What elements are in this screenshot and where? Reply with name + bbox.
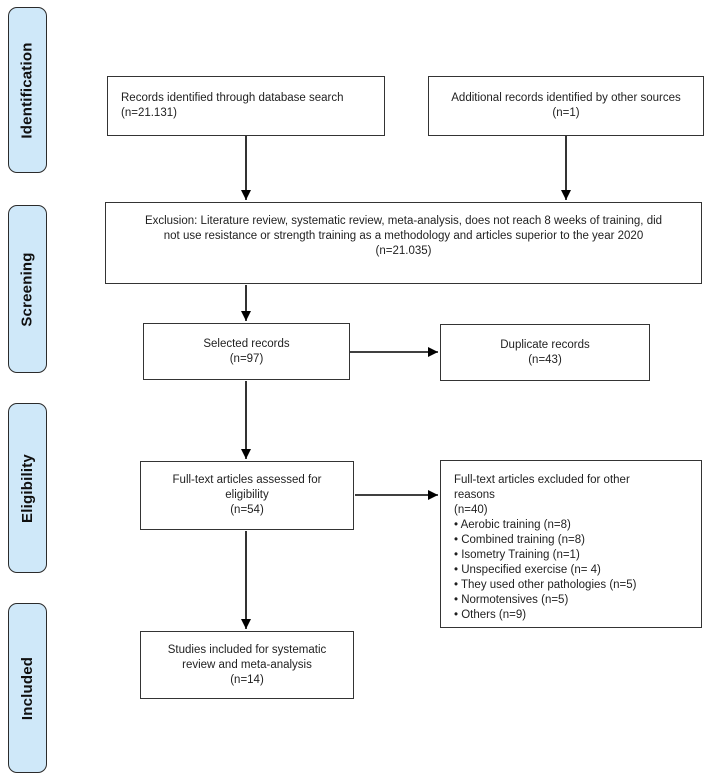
box-selected-records: Selected records (n=97) [143, 323, 350, 380]
box-count: (n=21.131) [121, 107, 177, 119]
excluded-reason-item: • Isometry Training (n=1) [454, 549, 580, 561]
box-count: (n=1) [552, 107, 580, 119]
stage-label-text: Included [19, 656, 36, 720]
box-fulltext-excluded: Full-text articles excluded for other re… [440, 460, 702, 628]
box-count: (n=21.035) [375, 245, 432, 257]
box-text-line: Full-text articles assessed for [172, 474, 322, 486]
box-text-line: eligibility [225, 489, 269, 501]
excluded-reason-item: • Aerobic training (n=8) [454, 519, 571, 531]
box-text-line: review and meta-analysis [182, 658, 312, 671]
excluded-reason-item: • Normotensives (n=5) [454, 594, 569, 606]
box-fulltext-assessed: Full-text articles assessed for eligibil… [140, 461, 354, 530]
box-count: (n=43) [528, 353, 562, 366]
box-text-line: Full-text articles excluded for other [454, 474, 630, 486]
excluded-reason-item: • Combined training (n=8) [454, 534, 585, 546]
box-additional-records: Additional records identified by other s… [428, 76, 704, 136]
stage-label-text: Screening [19, 251, 37, 327]
excluded-reason-item: • Others (n=9) [454, 609, 527, 621]
stage-label-included: Included [8, 603, 47, 773]
box-records-identified: Records identified through database sear… [107, 76, 385, 136]
box-text-line: Records identified through database sear… [121, 92, 344, 104]
box-text-line: Duplicate records [500, 338, 590, 351]
box-text-line: Exclusion: Literature review, systematic… [144, 215, 663, 227]
box-studies-included: Studies included for systematic review a… [140, 631, 354, 699]
stage-label-identification: Identification [8, 7, 47, 173]
box-text-line: Selected records [203, 337, 290, 350]
box-text-line: Studies included for systematic [167, 643, 327, 656]
stage-label-screening: Screening [8, 205, 47, 373]
box-text-line: reasons [454, 489, 495, 501]
box-text-line: not use resistance or strength training … [163, 230, 644, 242]
excluded-reason-item: • They used other pathologies (n=5) [454, 579, 637, 591]
stage-label-eligibility: Eligibility [8, 403, 47, 573]
box-count: (n=97) [229, 352, 264, 365]
box-exclusion-criteria: Exclusion: Literature review, systematic… [105, 202, 702, 284]
box-count: (n=54) [230, 504, 264, 516]
stage-label-text: Eligibility [19, 453, 36, 523]
box-duplicate-records: Duplicate records (n=43) [440, 324, 650, 381]
stage-label-text: Identification [19, 41, 37, 139]
box-count: (n=40) [454, 504, 488, 516]
box-count: (n=14) [230, 673, 264, 686]
box-text-line: Additional records identified by other s… [451, 92, 681, 104]
excluded-reason-item: • Unspecified exercise (n= 4) [454, 564, 601, 576]
